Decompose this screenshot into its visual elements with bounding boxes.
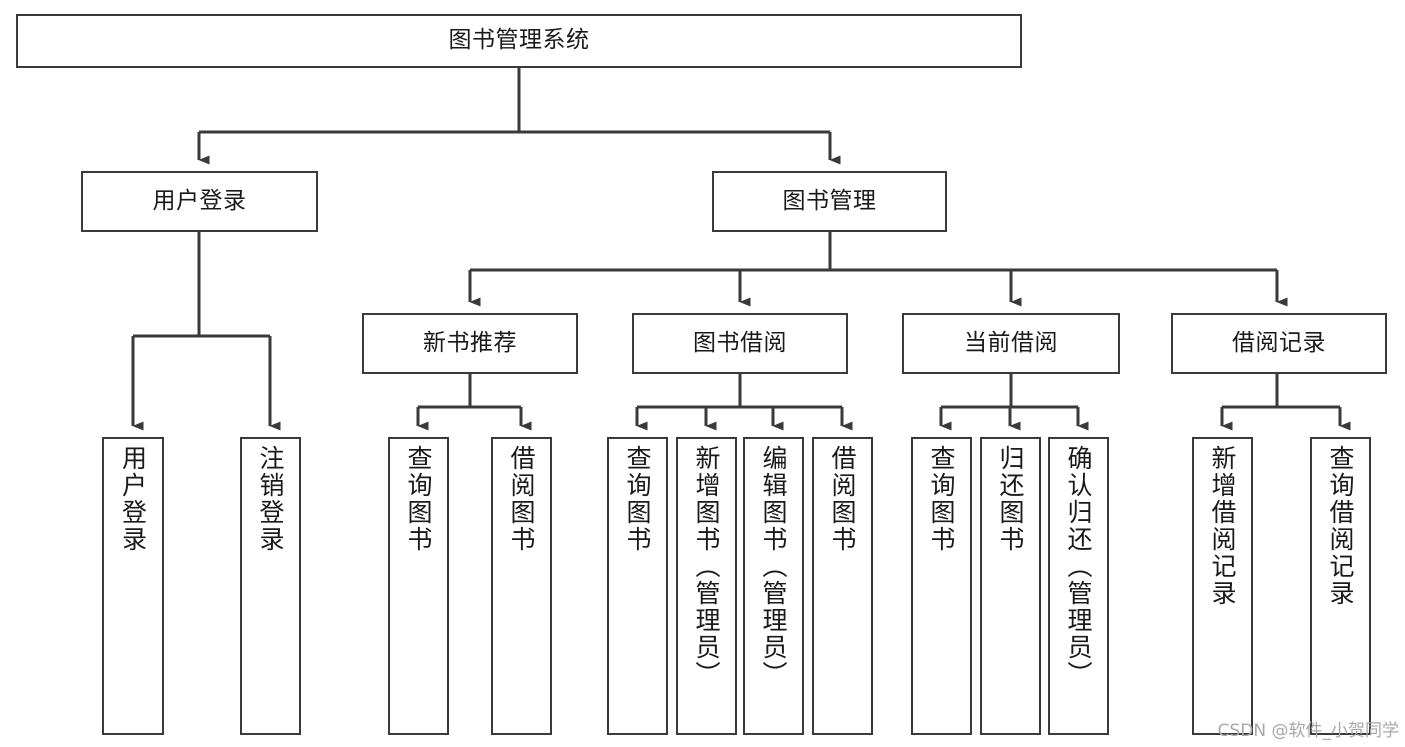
node-current-borrow-label: 当前借阅 bbox=[964, 329, 1058, 356]
node-leaf-query-book-3[interactable]: 查询图书 bbox=[911, 437, 972, 735]
node-leaf-borrow-book-2-label: 借阅图书 bbox=[828, 445, 857, 553]
node-book-manage-label: 图书管理 bbox=[782, 187, 877, 214]
node-leaf-edit-book[interactable]: 编辑图书（管理员） bbox=[743, 437, 804, 735]
node-leaf-add-book[interactable]: 新增图书（管理员） bbox=[676, 437, 737, 735]
node-leaf-add-record[interactable]: 新增借阅记录 bbox=[1192, 437, 1253, 735]
node-leaf-borrow-book-1-label: 借阅图书 bbox=[507, 445, 536, 553]
node-leaf-user-login[interactable]: 用户登录 bbox=[102, 437, 164, 735]
node-leaf-return-book[interactable]: 归还图书 bbox=[980, 437, 1041, 735]
node-leaf-query-record[interactable]: 查询借阅记录 bbox=[1310, 437, 1371, 735]
node-book-manage[interactable]: 图书管理 bbox=[712, 171, 947, 232]
node-root[interactable]: 图书管理系统 bbox=[16, 14, 1022, 68]
node-new-book-recommend-label: 新书推荐 bbox=[423, 329, 517, 356]
node-leaf-user-login-label: 用户登录 bbox=[118, 445, 148, 553]
node-user-login-label: 用户登录 bbox=[152, 187, 247, 214]
node-leaf-edit-book-label: 编辑图书（管理员） bbox=[759, 445, 788, 688]
node-book-borrow[interactable]: 图书借阅 bbox=[632, 313, 848, 374]
node-new-book-recommend[interactable]: 新书推荐 bbox=[362, 313, 578, 374]
node-borrow-record[interactable]: 借阅记录 bbox=[1171, 313, 1387, 374]
node-leaf-return-book-label: 归还图书 bbox=[996, 445, 1025, 553]
node-book-borrow-label: 图书借阅 bbox=[693, 329, 787, 356]
node-leaf-query-book-1[interactable]: 查询图书 bbox=[388, 437, 449, 735]
node-leaf-logout-login[interactable]: 注销登录 bbox=[240, 437, 301, 735]
node-leaf-query-book-2-label: 查询图书 bbox=[623, 445, 652, 553]
node-user-login[interactable]: 用户登录 bbox=[81, 171, 318, 232]
node-leaf-borrow-book-2[interactable]: 借阅图书 bbox=[812, 437, 873, 735]
node-root-label: 图书管理系统 bbox=[448, 27, 590, 54]
node-current-borrow[interactable]: 当前借阅 bbox=[902, 313, 1120, 374]
node-borrow-record-label: 借阅记录 bbox=[1232, 329, 1326, 356]
node-leaf-add-record-label: 新增借阅记录 bbox=[1208, 445, 1237, 607]
node-leaf-add-book-label: 新增图书（管理员） bbox=[692, 445, 721, 688]
node-leaf-query-book-2[interactable]: 查询图书 bbox=[607, 437, 668, 735]
node-leaf-confirm-return-label: 确认归还（管理员） bbox=[1064, 445, 1093, 688]
node-leaf-borrow-book-1[interactable]: 借阅图书 bbox=[491, 437, 552, 735]
node-leaf-query-book-1-label: 查询图书 bbox=[404, 445, 433, 553]
node-leaf-logout-login-label: 注销登录 bbox=[256, 445, 285, 553]
node-leaf-confirm-return[interactable]: 确认归还（管理员） bbox=[1048, 437, 1109, 735]
node-leaf-query-record-label: 查询借阅记录 bbox=[1326, 445, 1355, 607]
node-leaf-query-book-3-label: 查询图书 bbox=[927, 445, 956, 553]
